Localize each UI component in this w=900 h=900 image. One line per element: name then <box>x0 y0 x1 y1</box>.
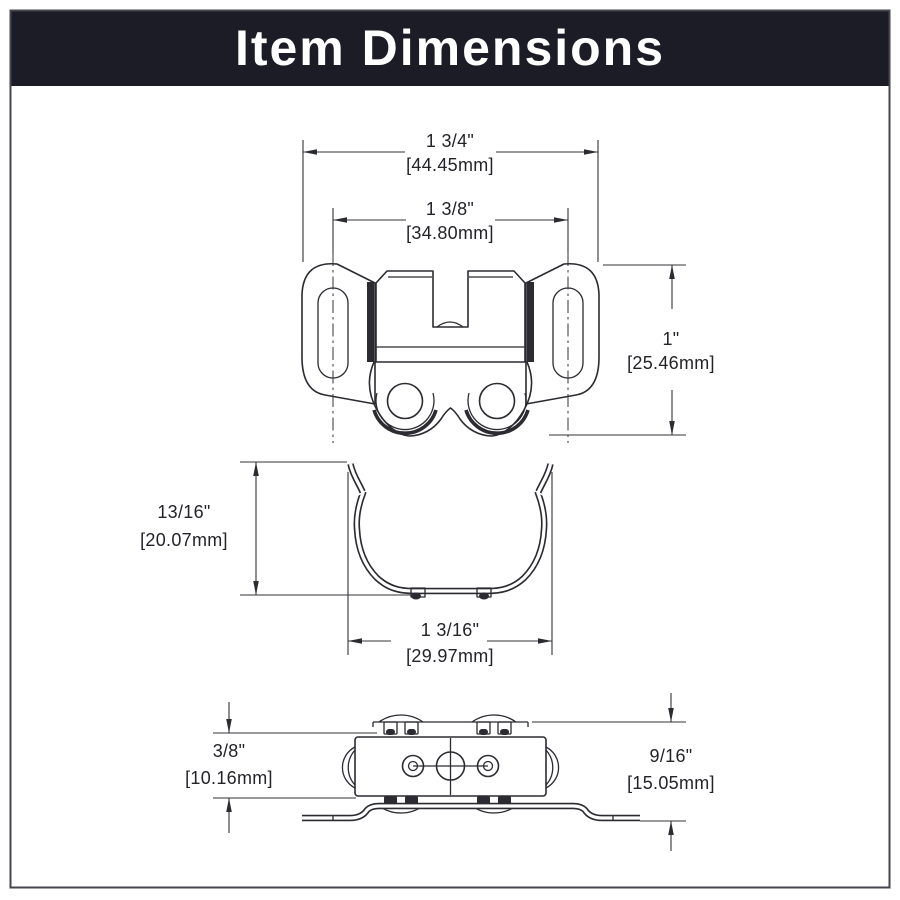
front-view-dimensions: 1 3/4" [44.45mm] 1 3/8" [34.80mm] 1" [25… <box>302 131 715 436</box>
clip-dimensions: 13/16" [20.07mm] 1 3/16" [29.97mm] <box>140 461 553 666</box>
left-housing-edge <box>372 409 438 436</box>
front-width-inches-label: 1 3/4" <box>426 131 474 151</box>
left-side-plate <box>367 282 374 362</box>
clip-width-extension-lines <box>347 472 553 655</box>
clip-metal-outline <box>347 463 554 595</box>
left-housing-inner-arc <box>375 392 435 431</box>
front-height-mm-label: [25.46mm] <box>627 353 715 373</box>
hole-spacing-inches-label: 1 3/8" <box>426 199 474 219</box>
right-roller-end <box>545 746 560 789</box>
clip-right-weld <box>479 592 489 600</box>
clip-height-extension-lines <box>240 461 412 596</box>
roller-tab-foot <box>500 729 509 735</box>
top-plate-edge <box>372 721 529 727</box>
roller-tab-foot <box>407 729 416 735</box>
right-rivet-inner <box>482 760 494 772</box>
front-height-extension-lines <box>549 264 686 436</box>
body-depth-inches-label: 3/8" <box>213 741 246 761</box>
right-housing-inner-arc <box>467 392 527 431</box>
clip-width-inches-label: 1 3/16" <box>421 620 480 640</box>
overall-depth-inches-label: 9/16" <box>650 746 693 766</box>
catch-body-plan <box>354 736 547 797</box>
front-width-extension-lines <box>302 140 599 262</box>
clip-height-inches-label: 13/16" <box>157 502 210 522</box>
clip-left-weld <box>411 592 421 600</box>
overall-depth-mm-label: [15.05mm] <box>627 773 715 793</box>
body-depth-mm-label: [10.16mm] <box>185 768 273 788</box>
overall-depth-extension-lines <box>532 721 686 822</box>
top-view-dimensions: 3/8" [10.16mm] 9/16" [15.05mm] <box>185 693 715 851</box>
right-side-plate <box>527 282 534 362</box>
left-rivet-outer <box>401 754 425 778</box>
clip-width-mm-label: [29.97mm] <box>406 646 494 666</box>
top-roller-domes <box>378 714 517 723</box>
header-bar: Item Dimensions <box>10 10 890 86</box>
clip-metal-core <box>348 463 553 593</box>
left-roller <box>386 382 424 420</box>
top-view-drawing <box>302 714 640 822</box>
body-depth-extension-lines <box>213 732 377 799</box>
roller-tab-foot <box>386 729 395 735</box>
clip-height-mm-label: [20.07mm] <box>140 530 228 550</box>
bracket-slot-marks <box>332 815 614 821</box>
hole-spacing-mm-label: [34.80mm] <box>406 223 494 243</box>
right-housing-edge <box>464 409 530 436</box>
roller-housing-outline <box>368 361 533 437</box>
right-wing <box>525 263 600 405</box>
clip-joint-marks <box>357 489 544 496</box>
front-height-inches-label: 1" <box>662 329 679 349</box>
clip-profile-drawing <box>347 463 554 600</box>
bracket-core <box>302 804 640 820</box>
front-width-mm-label: [44.45mm] <box>406 155 494 175</box>
left-wing <box>301 263 376 405</box>
right-roller <box>478 382 516 420</box>
hole-spacing-extension-lines <box>332 208 569 253</box>
center-crosshair <box>413 738 488 795</box>
front-view-drawing <box>301 253 600 443</box>
left-roller-end <box>341 746 356 789</box>
left-rivet-inner <box>407 760 419 772</box>
page-frame <box>9 9 891 889</box>
right-rivet-outer <box>476 754 500 778</box>
roller-tab-foot <box>479 729 488 735</box>
page-title: Item Dimensions <box>234 20 666 76</box>
catch-body <box>375 270 526 363</box>
notch-detail <box>436 321 464 328</box>
